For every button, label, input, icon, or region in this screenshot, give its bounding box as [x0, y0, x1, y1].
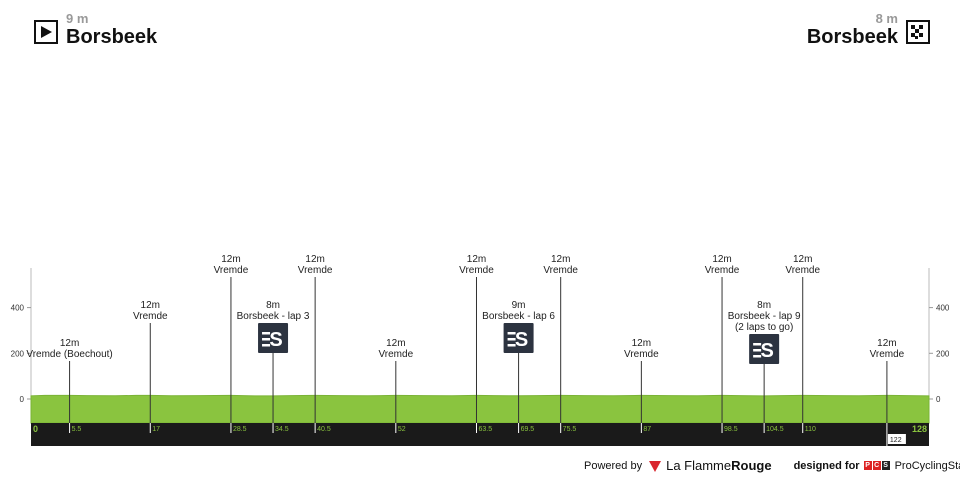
- y-tick-label-left: 400: [11, 304, 25, 313]
- y-tick-label-right: 400: [936, 304, 950, 313]
- marker-altitude: 12m: [877, 338, 896, 349]
- marker-altitude: 12m: [467, 254, 486, 265]
- km-label: 40.5: [317, 426, 331, 433]
- marker-altitude: 12m: [60, 338, 79, 349]
- distance-bar: [31, 423, 929, 446]
- powered-by-label: Powered by: [584, 459, 643, 472]
- brand-part-a: La Flamme: [666, 458, 732, 473]
- designed-for-label: designed for: [793, 459, 860, 472]
- sprint-badge-icon: S: [258, 323, 289, 353]
- sprint-badge-stripe: [507, 332, 516, 335]
- sprint-badge-stripe: [753, 343, 762, 346]
- sprint-badge-icon: S: [503, 323, 534, 353]
- km-label: 75.5: [563, 426, 577, 433]
- pcs-name: ProCyclingStats: [894, 459, 960, 472]
- km-label: 122: [890, 437, 902, 444]
- marker-altitude: 12m: [221, 254, 240, 265]
- checkered-flag-icon: [906, 20, 930, 44]
- profile-area: [30, 394, 930, 424]
- footer: Powered by La FlammeRouge designed for P…: [584, 458, 960, 473]
- marker-altitude: 12m: [712, 254, 731, 265]
- sprint-badge-stripe: [507, 344, 516, 347]
- sprint-badge-stripe: [262, 338, 271, 341]
- marker-name: Vremde: [543, 265, 578, 276]
- y-tick-label-right: 200: [936, 349, 950, 358]
- finish-name: Borsbeek: [806, 26, 898, 48]
- start-header: 9 m Borsbeek: [34, 12, 157, 48]
- marker-name: Borsbeek - lap 6: [482, 311, 555, 322]
- km-label-box: [887, 434, 906, 444]
- km-label: 104.5: [766, 426, 784, 433]
- marker-altitude: 9m: [512, 300, 526, 311]
- marker-altitude: 12m: [305, 254, 324, 265]
- sprint-badge-stripe: [262, 344, 271, 347]
- km-label: 63.5: [478, 426, 492, 433]
- flamme-rouge-brand: La FlammeRouge: [666, 458, 771, 473]
- sprint-badge-icon: S: [749, 334, 780, 364]
- brand-part-b: Rouge: [731, 458, 772, 473]
- pcs-letter: S: [881, 461, 890, 470]
- marker-name: Vremde: [133, 311, 168, 322]
- sprint-badge-letter: S: [269, 329, 282, 351]
- km-label: 98.5: [724, 426, 738, 433]
- marker-name: Vremde: [459, 265, 494, 276]
- sprint-badge-letter: S: [760, 340, 773, 362]
- start-name: Borsbeek: [66, 26, 158, 48]
- km-label: 5.5: [72, 426, 82, 433]
- marker-altitude: 8m: [266, 300, 280, 311]
- distance-start-label: 0: [33, 424, 38, 434]
- marker-altitude: 12m: [793, 254, 812, 265]
- y-tick-label-right: 0: [936, 395, 941, 404]
- sprint-badge-letter: S: [515, 329, 528, 351]
- km-label: 17: [152, 426, 160, 433]
- sprint-badge-stripe: [753, 355, 762, 358]
- marker-name: Vremde: [378, 349, 413, 360]
- km-label: 52: [398, 426, 406, 433]
- marker-altitude: 8m: [757, 300, 771, 311]
- km-label: 34.5: [275, 426, 289, 433]
- marker-name: Vremde: [705, 265, 740, 276]
- km-label: 110: [805, 426, 816, 433]
- finish-header: 8 m Borsbeek: [807, 12, 930, 48]
- marker-name: Vremde (Boechout): [26, 349, 112, 360]
- marker-name: Vremde: [298, 265, 333, 276]
- km-label: 69.5: [521, 426, 535, 433]
- marker-altitude: 12m: [386, 338, 405, 349]
- y-tick-label-left: 0: [20, 395, 25, 404]
- start-altitude: 9 m: [66, 11, 89, 26]
- marker-name: Vremde: [214, 265, 249, 276]
- pcs-logo-icon: P C S: [863, 461, 891, 470]
- sprint-badge-stripe: [507, 338, 516, 341]
- marker-altitude: 12m: [141, 300, 160, 311]
- play-flag-icon: [34, 20, 58, 44]
- marker-name-secondary: (2 laps to go): [735, 322, 793, 333]
- marker-name: Vremde: [624, 349, 659, 360]
- marker-name: Vremde: [870, 349, 905, 360]
- marker-name: Vremde: [785, 265, 820, 276]
- sprint-badge-stripe: [262, 332, 271, 335]
- marker-name: Borsbeek - lap 9: [728, 311, 801, 322]
- sprint-badge-stripe: [753, 349, 762, 352]
- distance-end-label: 128: [912, 424, 927, 434]
- pcs-letter: P: [863, 461, 872, 470]
- km-label: 28.5: [233, 426, 247, 433]
- km-label: 87: [643, 426, 651, 433]
- pcs-letter: C: [872, 461, 881, 470]
- finish-altitude: 8 m: [875, 11, 898, 26]
- marker-altitude: 12m: [632, 338, 651, 349]
- marker-name: Borsbeek - lap 3: [237, 311, 310, 322]
- flamme-rouge-logo-icon: [649, 460, 662, 472]
- y-tick-label-left: 200: [11, 349, 25, 358]
- marker-altitude: 12m: [551, 254, 570, 265]
